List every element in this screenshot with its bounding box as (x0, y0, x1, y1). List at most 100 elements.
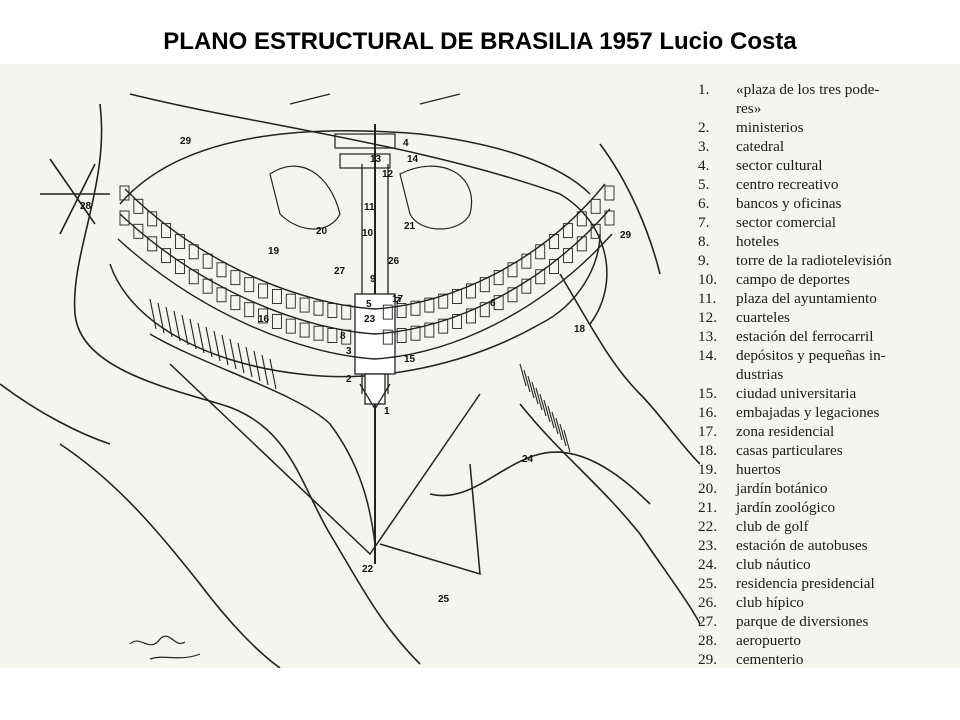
superquadra-block (244, 277, 255, 293)
legend-text: ministerios (736, 119, 804, 136)
superquadra-block (202, 253, 213, 269)
superquadra-block (424, 297, 435, 313)
legend-number: 23. (698, 537, 717, 554)
legend-item: 16. embajadas y legaciones (698, 403, 960, 422)
airport-runways (40, 158, 110, 235)
legend-number: 18. (698, 442, 717, 459)
superquadra-block (590, 198, 601, 214)
legend-text: sector comercial (736, 214, 836, 231)
map-label: 6 (490, 298, 496, 309)
page-title: PLANO ESTRUCTURAL DE BRASILIA 1957 Lucio… (163, 28, 797, 55)
legend-item: 6.bancos y oficinas (698, 194, 960, 213)
superquadra-block (299, 322, 310, 338)
hatch-line (523, 369, 531, 393)
map-label: 9 (370, 274, 376, 285)
superquadra-block (549, 234, 560, 250)
hatch-line (181, 314, 189, 346)
superquadra-block (230, 295, 241, 311)
superquadra-block (396, 303, 407, 319)
legend-number: 5. (698, 176, 710, 193)
legend-text: cementerio (736, 651, 804, 668)
superquadra-block (147, 211, 158, 227)
hatch-line (253, 350, 261, 382)
legend-text: club hípico (736, 594, 804, 611)
superquadra-block (452, 288, 463, 304)
superquadra-block (549, 259, 560, 275)
legend-number: 1. (698, 81, 710, 98)
legend-item: 8.hoteles (698, 232, 960, 251)
legend-number: 25. (698, 575, 717, 592)
hatch-line (539, 393, 547, 417)
legend-number: 9. (698, 252, 710, 269)
hatch-line (229, 338, 237, 370)
legend-text: catedral (736, 138, 785, 155)
superquadra-block (382, 304, 393, 320)
legend-text: estación de autobuses (736, 537, 868, 554)
superquadra-block (382, 329, 393, 345)
superquadra-block (161, 223, 172, 239)
legend-number: 20. (698, 480, 717, 497)
legend-item: 3.catedral (698, 137, 960, 156)
hatch-line (527, 375, 535, 399)
legend-item: 18.casas particulares (698, 441, 960, 460)
superquadra-block (174, 234, 185, 250)
residential-wing (117, 183, 615, 360)
map-label: 16 (258, 314, 270, 325)
legend-text: zona residencial (736, 423, 835, 440)
hatch-line (555, 417, 563, 441)
legend-number: 14. (698, 347, 717, 364)
superquadra-block (271, 313, 282, 329)
superquadra-block (465, 308, 476, 324)
superquadra-block (396, 328, 407, 344)
map-label: 14 (407, 154, 419, 165)
legend-item: 28.aeropuerto (698, 631, 960, 650)
legend-text: club de golf (736, 518, 809, 535)
legend-item: 14.depósitos y pequeñas in- (698, 346, 960, 365)
legend-item: 4.sector cultural (698, 156, 960, 175)
legend-text: estación del ferrocarril (736, 328, 874, 345)
hatch-line (531, 381, 539, 405)
legend-number: 21. (698, 499, 717, 516)
legend-text-continued: dustrias (736, 366, 784, 383)
superquadra-block (174, 259, 185, 275)
legend-item: 19.huertos (698, 460, 960, 479)
superquadra-block (562, 248, 573, 264)
superquadra-block (119, 210, 130, 226)
legend-text: parque de diversiones (736, 613, 869, 630)
superquadra-block (438, 293, 449, 309)
legend-number: 6. (698, 195, 710, 212)
legend-number: 12. (698, 309, 717, 326)
legend-text: embajadas y legaciones (736, 404, 880, 421)
legend-item: 11.plaza del ayuntamiento (698, 289, 960, 308)
legend-text: jardín zoológico (736, 499, 836, 516)
plan-scan: 1 2 3 4 5 6 7 8 9 10 11 12 13 14 15 16 1… (0, 64, 960, 668)
legend-item: 22. club de golf (698, 517, 960, 536)
legend-number: 7. (698, 214, 710, 231)
legend-item: 13. estación del ferrocarril (698, 327, 960, 346)
hatch-line (157, 302, 165, 334)
signature-mark (129, 635, 201, 660)
legend-number: 22. (698, 518, 717, 535)
map-label: 10 (362, 228, 374, 239)
legend-text: club náutico (736, 556, 811, 573)
superquadra-block (258, 283, 269, 299)
legend-item: 9.torre de la radiotelevisión (698, 251, 960, 270)
map-label: 19 (268, 246, 280, 257)
legend-item: 23. estación de autobuses (698, 536, 960, 555)
superquadra-block (521, 278, 532, 294)
legend-text: jardín botánico (736, 480, 828, 497)
legend-item: 2.ministerios (698, 118, 960, 137)
legend-number: 27. (698, 613, 717, 630)
legend-number: 16. (698, 404, 717, 421)
superquadra-block (313, 300, 324, 316)
superquadra-block (285, 318, 296, 334)
legend-item: 21. jardín zoológico (698, 498, 960, 517)
superquadra-block (341, 329, 352, 345)
hatch-line (213, 330, 221, 362)
legend-text: cuarteles (736, 309, 790, 326)
legend-number: 13. (698, 328, 717, 345)
superquadra-block (133, 198, 144, 214)
superquadra-block (188, 269, 199, 285)
superquadra-block (424, 322, 435, 338)
legend-item: 26.club hípico (698, 593, 960, 612)
